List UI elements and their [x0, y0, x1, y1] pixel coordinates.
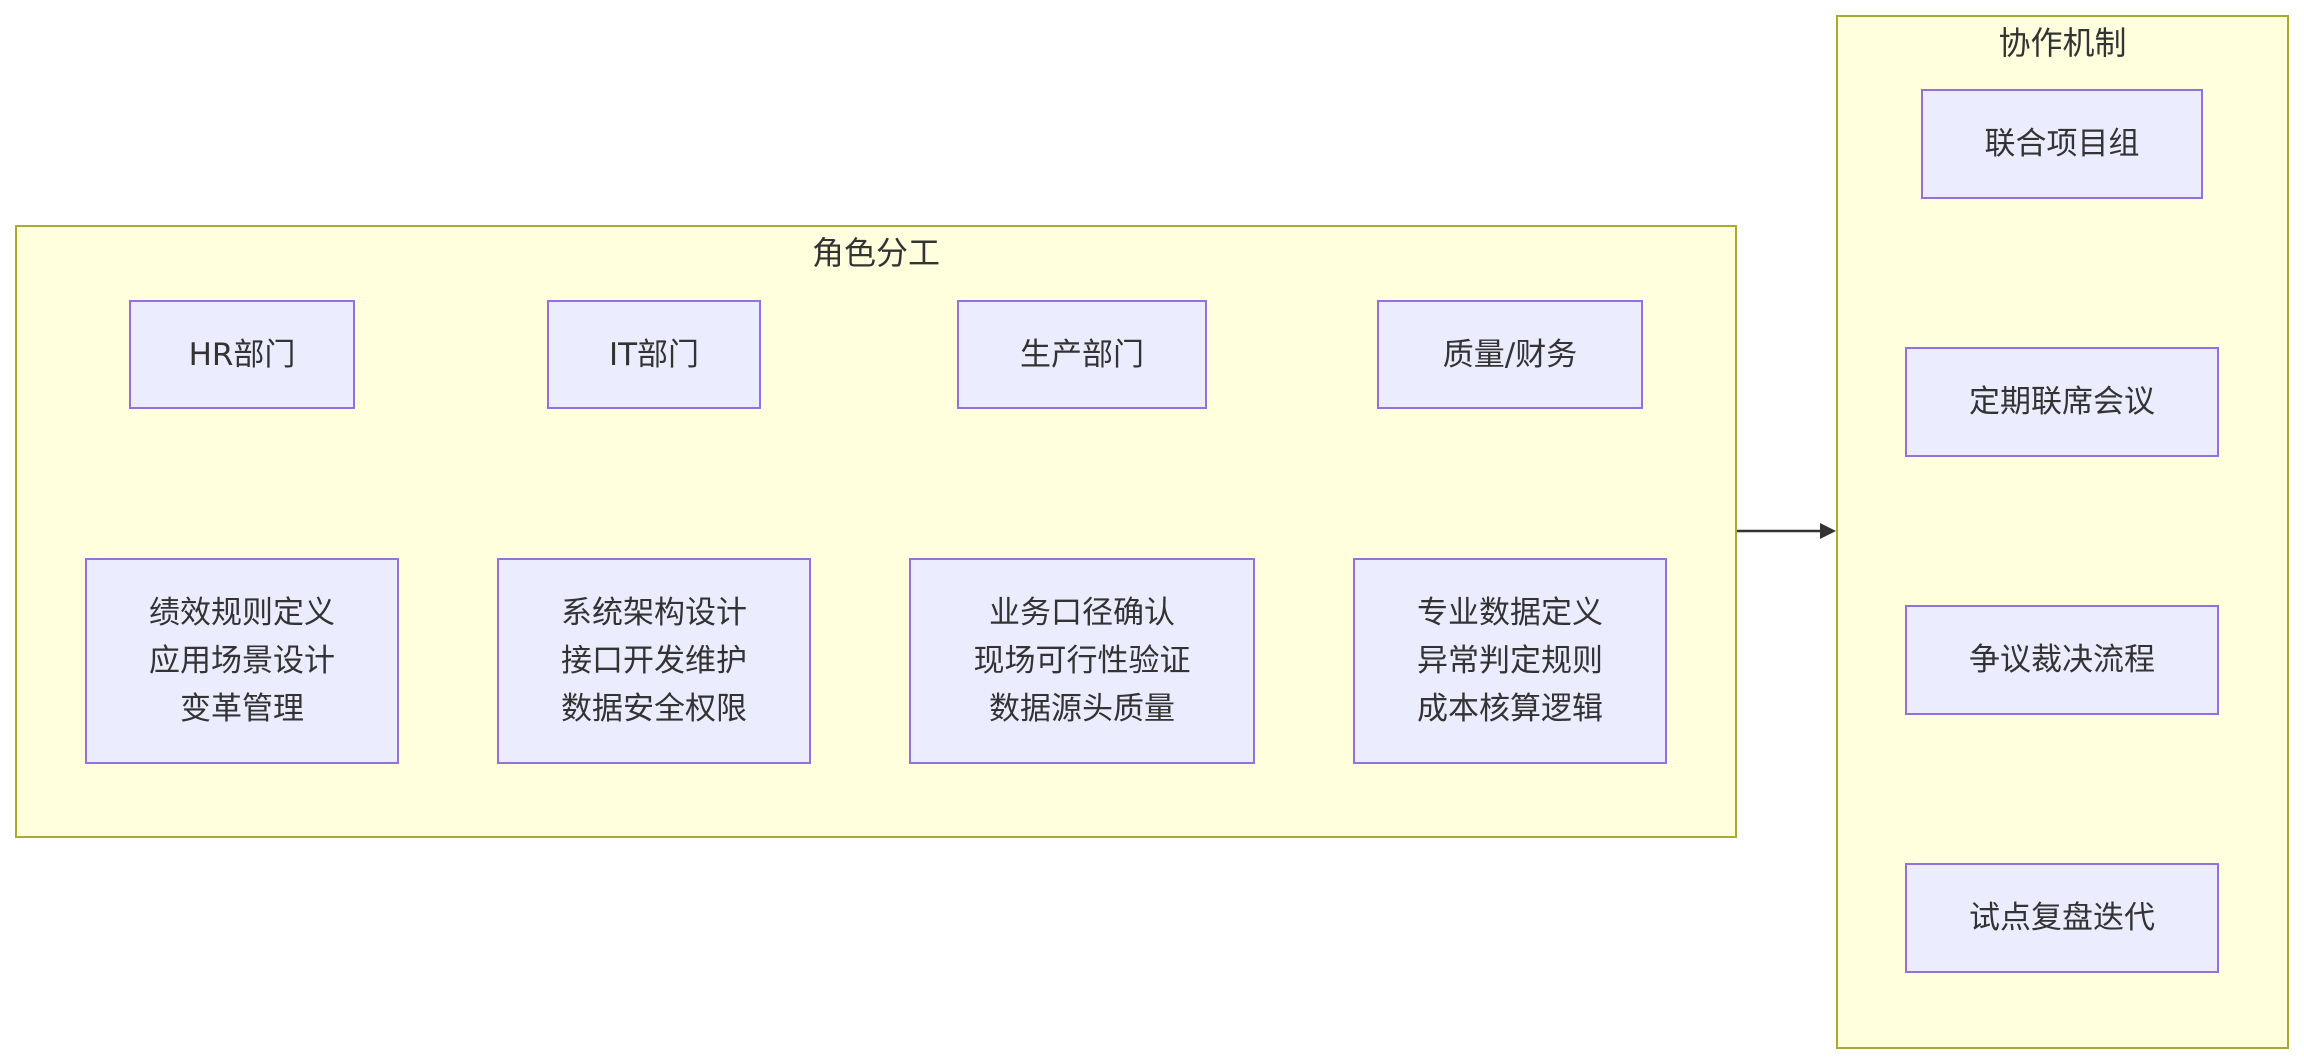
it-department-node[interactable]: IT部门	[547, 300, 761, 409]
it-department-label: IT部门	[608, 336, 700, 373]
dispute-resolution-node[interactable]: 争议裁决流程	[1905, 605, 2219, 715]
it-duties-node[interactable]: 系统架构设计 接口开发维护 数据安全权限	[497, 558, 811, 764]
production-department-label: 生产部门	[1020, 336, 1144, 373]
it-duties-label: 系统架构设计 接口开发维护 数据安全权限	[561, 595, 747, 727]
hr-duties-label: 绩效规则定义 应用场景设计 变革管理	[149, 595, 335, 727]
collab-cluster-title: 协作机制	[1998, 24, 2127, 62]
pilot-review-iteration-node[interactable]: 试点复盘迭代	[1905, 863, 2219, 973]
quality-finance-duties-node[interactable]: 专业数据定义 异常判定规则 成本核算逻辑	[1353, 558, 1667, 764]
regular-joint-meeting-label: 定期联席会议	[1969, 384, 2155, 420]
quality-finance-department-node[interactable]: 质量/财务	[1377, 300, 1643, 409]
quality-finance-duties-label: 专业数据定义 异常判定规则 成本核算逻辑	[1417, 595, 1603, 727]
pilot-review-iteration-label: 试点复盘迭代	[1969, 900, 2155, 936]
dispute-resolution-label: 争议裁决流程	[1969, 642, 2155, 678]
roles-cluster-title: 角色分工	[811, 234, 940, 272]
regular-joint-meeting-node[interactable]: 定期联席会议	[1905, 347, 2219, 457]
production-duties-label: 业务口径确认 现场可行性验证 数据源头质量	[973, 595, 1191, 727]
joint-project-group-node[interactable]: 联合项目组	[1921, 89, 2203, 199]
production-department-node[interactable]: 生产部门	[957, 300, 1207, 409]
hr-department-node[interactable]: HR部门	[129, 300, 355, 409]
quality-finance-department-label: 质量/财务	[1442, 336, 1578, 373]
edge-roles-to-collab	[1737, 523, 1836, 539]
hr-duties-node[interactable]: 绩效规则定义 应用场景设计 变革管理	[85, 558, 399, 764]
joint-project-group-label: 联合项目组	[1984, 126, 2140, 162]
production-duties-node[interactable]: 业务口径确认 现场可行性验证 数据源头质量	[909, 558, 1255, 764]
hr-department-label: HR部门	[188, 336, 296, 373]
